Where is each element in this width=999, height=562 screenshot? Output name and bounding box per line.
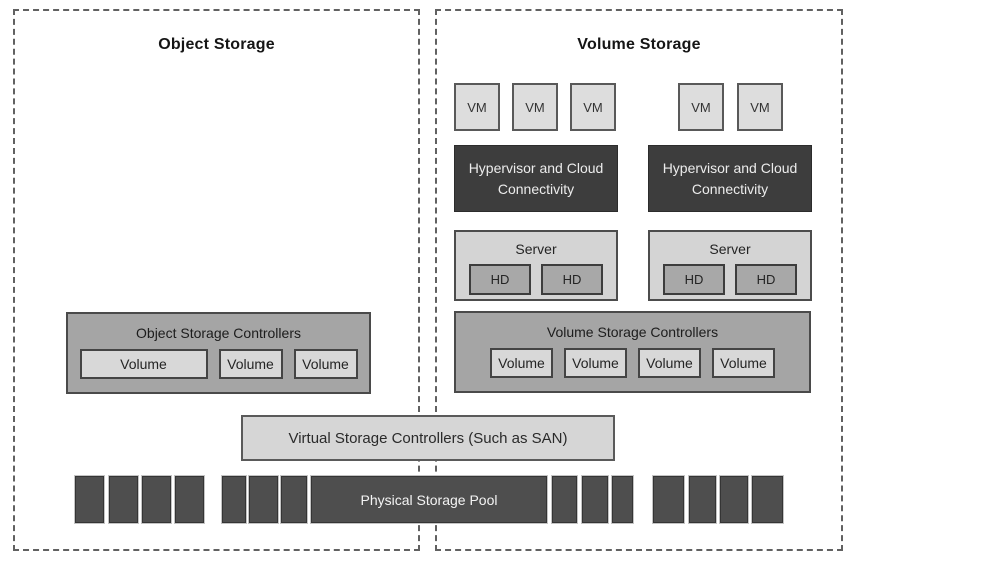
volume-row: Volume Volume Volume bbox=[79, 349, 358, 379]
vm-box: VM bbox=[570, 83, 616, 131]
volume-row: Volume Volume Volume Volume bbox=[490, 348, 775, 378]
physical-disk bbox=[720, 476, 748, 523]
volume-storage-controllers-box: Volume Storage Controllers Volume Volume… bbox=[454, 311, 811, 393]
physical-disk bbox=[222, 476, 246, 523]
vm-box: VM bbox=[678, 83, 724, 131]
hd-box: HD bbox=[735, 264, 797, 295]
physical-disk bbox=[552, 476, 577, 523]
physical-disk bbox=[175, 476, 204, 523]
physical-storage-pool-box: Physical Storage Pool bbox=[311, 476, 547, 523]
server-label: Server bbox=[709, 241, 751, 257]
server-box: Server HD HD bbox=[454, 230, 618, 301]
hd-row: HD HD bbox=[469, 264, 603, 295]
physical-disk bbox=[75, 476, 104, 523]
physical-disk bbox=[653, 476, 684, 523]
physical-disk bbox=[582, 476, 608, 523]
controllers-label: Volume Storage Controllers bbox=[546, 324, 719, 340]
hypervisor-box: Hypervisor and Cloud Connectivity bbox=[454, 145, 618, 212]
volume-box: Volume bbox=[638, 348, 701, 378]
volume-box: Volume bbox=[218, 349, 283, 379]
hd-box: HD bbox=[469, 264, 531, 295]
server-box: Server HD HD bbox=[648, 230, 812, 301]
object-storage-controllers-box: Object Storage Controllers Volume Volume… bbox=[66, 312, 371, 394]
vm-box: VM bbox=[737, 83, 783, 131]
volume-box: Volume bbox=[490, 348, 553, 378]
volume-storage-title: Volume Storage bbox=[577, 36, 701, 53]
vm-box: VM bbox=[512, 83, 558, 131]
physical-disk bbox=[281, 476, 307, 523]
volume-box: Volume bbox=[564, 348, 627, 378]
volume-box: Volume bbox=[79, 349, 208, 379]
physical-disk bbox=[689, 476, 716, 523]
virtual-storage-controllers-box: Virtual Storage Controllers (Such as SAN… bbox=[241, 415, 615, 461]
hypervisor-box: Hypervisor and Cloud Connectivity bbox=[648, 145, 812, 212]
physical-disk bbox=[752, 476, 783, 523]
vm-box: VM bbox=[454, 83, 500, 131]
hd-row: HD HD bbox=[663, 264, 797, 295]
physical-disk bbox=[109, 476, 138, 523]
hd-box: HD bbox=[541, 264, 603, 295]
physical-disk bbox=[142, 476, 171, 523]
physical-disk bbox=[612, 476, 633, 523]
object-storage-panel bbox=[13, 9, 420, 551]
controllers-label: Object Storage Controllers bbox=[136, 325, 301, 341]
volume-box: Volume bbox=[293, 349, 358, 379]
volume-box: Volume bbox=[712, 348, 775, 378]
volume-storage-panel bbox=[435, 9, 843, 551]
object-storage-title: Object Storage bbox=[158, 36, 275, 53]
physical-disk bbox=[249, 476, 278, 523]
hd-box: HD bbox=[663, 264, 725, 295]
server-label: Server bbox=[515, 241, 557, 257]
